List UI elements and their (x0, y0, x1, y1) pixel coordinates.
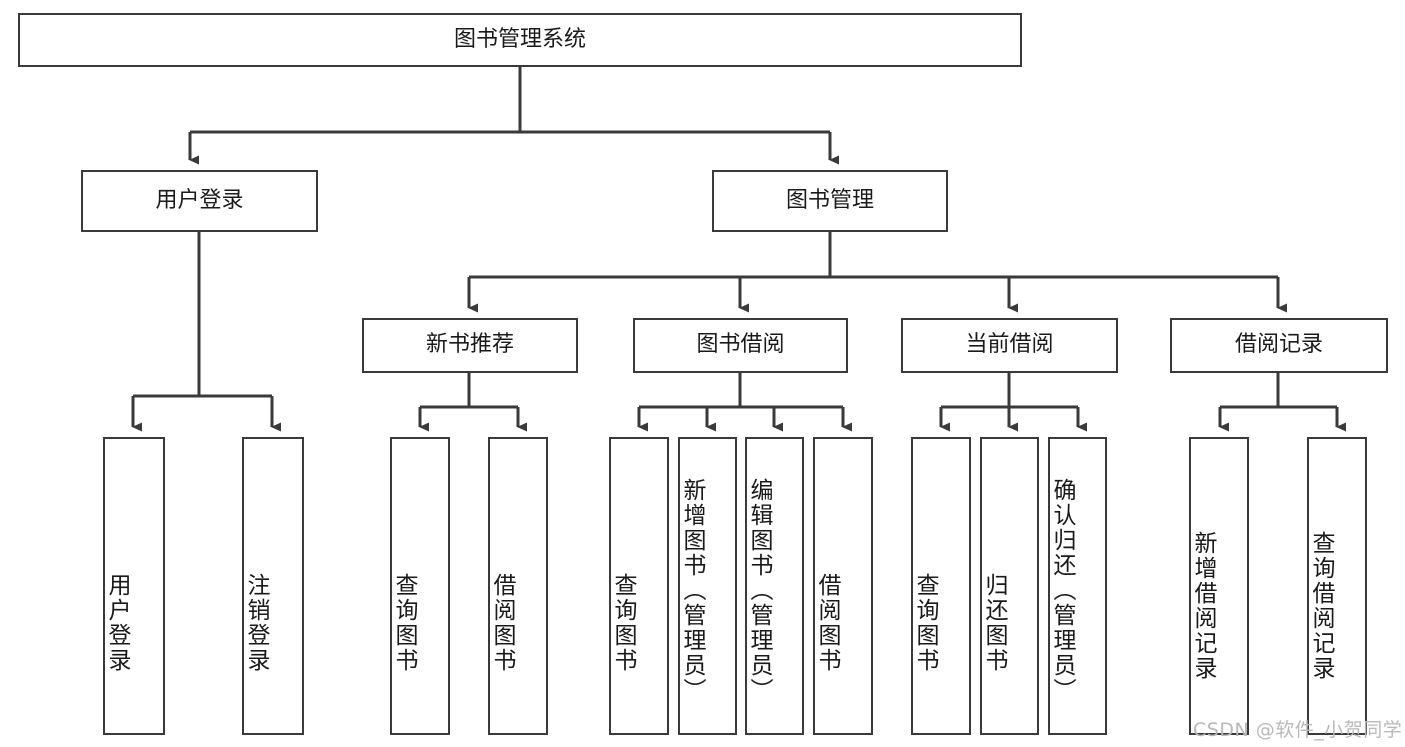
node-new-book-recommend[interactable]: 新书推荐 (362, 318, 578, 373)
node-leaf-user-login[interactable]: 用户登录 (103, 437, 165, 735)
node-leaf-logout-login[interactable]: 注销登录 (242, 437, 304, 735)
node-leaf-add-book[interactable]: 新增图书（管理员） (678, 437, 737, 735)
node-label: 查询图书 (912, 572, 938, 673)
node-leaf-query-borrow-record[interactable]: 查询借阅记录 (1307, 437, 1367, 735)
node-label: 图书借阅 (696, 332, 785, 358)
csdn-watermark: CSDN @软件_小贺同学 (1193, 719, 1403, 741)
node-leaf-query-book-current[interactable]: 查询图书 (911, 437, 971, 735)
node-leaf-add-borrow-record[interactable]: 新增借阅记录 (1189, 437, 1249, 735)
node-label: 查询借阅记录 (1308, 531, 1334, 681)
node-book-borrow[interactable]: 图书借阅 (633, 318, 848, 373)
node-leaf-borrow-book[interactable]: 借阅图书 (813, 437, 873, 735)
node-leaf-edit-book[interactable]: 编辑图书（管理员） (745, 437, 804, 735)
node-label: 借阅图书 (814, 572, 840, 673)
node-label: 新书推荐 (425, 332, 514, 358)
node-leaf-query-book-borrow[interactable]: 查询图书 (609, 437, 669, 735)
node-label: 新增借阅记录 (1190, 531, 1216, 681)
node-leaf-confirm-return[interactable]: 确认归还（管理员） (1048, 437, 1107, 735)
node-label: 查询图书 (610, 572, 636, 673)
node-leaf-return-book[interactable]: 归还图书 (980, 437, 1039, 735)
node-label: 注销登录 (243, 572, 269, 673)
node-borrow-record[interactable]: 借阅记录 (1170, 318, 1388, 373)
node-label: 用户登录 (104, 572, 130, 673)
node-label: 查询图书 (391, 572, 417, 673)
node-current-borrow[interactable]: 当前借阅 (901, 318, 1118, 373)
node-label: 新增图书（管理员） (679, 477, 705, 703)
node-label: 借阅图书 (489, 572, 515, 673)
node-label: 用户登录 (155, 187, 244, 213)
node-label: 图书管理系统 (453, 26, 586, 52)
node-label: 图书管理 (785, 187, 874, 213)
node-label: 借阅记录 (1234, 332, 1323, 358)
node-label: 确认归还（管理员） (1049, 477, 1075, 703)
node-user-login[interactable]: 用户登录 (81, 170, 318, 232)
node-book-management-system[interactable]: 图书管理系统 (18, 13, 1022, 67)
node-leaf-borrow-book-recommend[interactable]: 借阅图书 (488, 437, 548, 735)
node-book-management[interactable]: 图书管理 (712, 170, 948, 232)
node-label: 归还图书 (981, 572, 1007, 673)
node-label: 编辑图书（管理员） (746, 477, 772, 703)
node-leaf-query-book-recommend[interactable]: 查询图书 (390, 437, 450, 735)
node-label: 当前借阅 (965, 332, 1054, 358)
